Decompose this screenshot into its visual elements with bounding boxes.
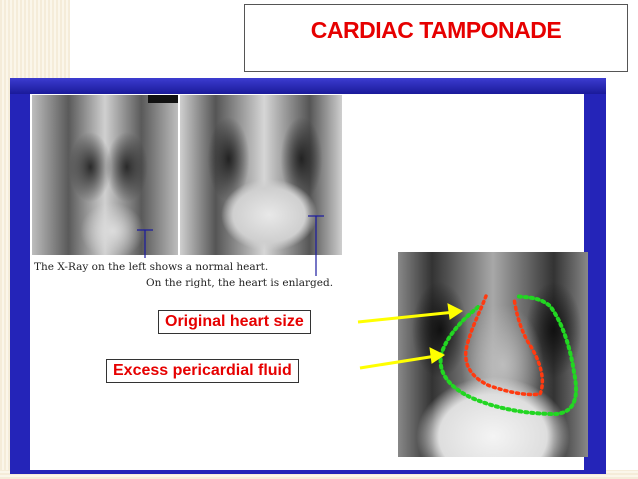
slide-title: CARDIAC TAMPONADE bbox=[310, 17, 562, 43]
heart-marker-right bbox=[308, 215, 324, 276]
caption-normal: The X-Ray on the left shows a normal hea… bbox=[34, 261, 269, 273]
arrow-excess bbox=[359, 347, 445, 370]
xray-tamponade bbox=[398, 252, 588, 457]
xray-corner-mark bbox=[148, 95, 178, 103]
xray-enlarged-heart bbox=[180, 95, 342, 255]
original-heart-outline bbox=[463, 294, 545, 397]
arrow-original bbox=[357, 303, 463, 324]
content-frame-bevel bbox=[10, 78, 606, 94]
label-original-heart-size: Original heart size bbox=[158, 310, 311, 334]
fluid-outline bbox=[438, 294, 578, 417]
title-box: CARDIAC TAMPONADE bbox=[244, 4, 628, 72]
heart-marker-left bbox=[137, 229, 153, 258]
caption-enlarged: On the right, the heart is enlarged. bbox=[146, 277, 334, 289]
xray-normal-heart bbox=[32, 95, 178, 255]
label-excess-pericardial-fluid: Excess pericardial fluid bbox=[106, 359, 299, 383]
background-bottom-stripe bbox=[0, 470, 638, 479]
